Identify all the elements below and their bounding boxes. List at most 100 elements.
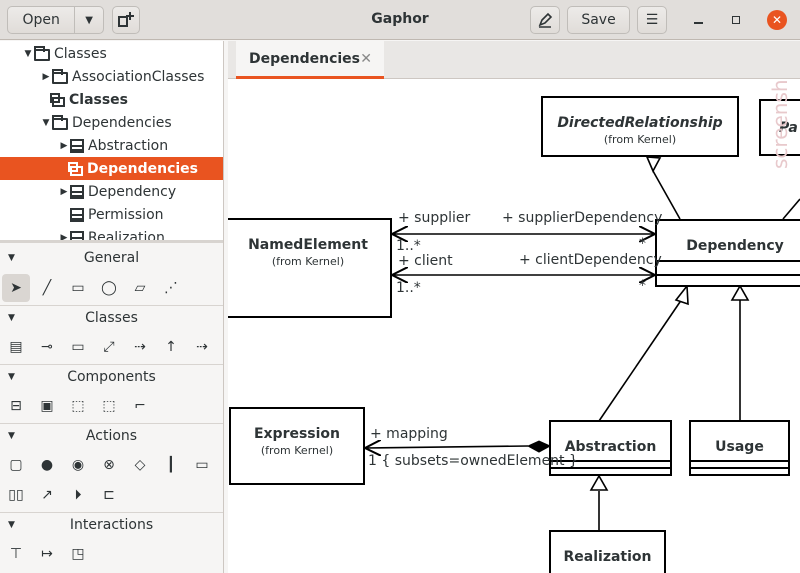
fork-icon[interactable]: ┃ [166,457,176,473]
send-signal-icon[interactable]: ⏵ [74,487,82,503]
tool-row: ⊟ ▣ ⬚ ⬚ ⌐ [0,392,223,422]
decision-icon[interactable]: ◇ [134,457,146,473]
class-stereotype: (from Kernel) [271,255,345,268]
tool-row: ⊤ ↦ ◳ [0,540,223,570]
toolbox-section-label: General [83,250,140,266]
expander-collapsed-icon[interactable]: ▶ [60,232,68,242]
comment-icon[interactable]: ▱ [134,280,146,296]
package-icon [68,161,83,176]
client-role-label: + client [398,253,453,269]
panel-splitter[interactable] [0,240,223,243]
class-stereotype: (from Kernel) [260,444,334,457]
open-menu-chevron-icon[interactable]: ▼ [85,14,93,26]
tool-row: ➤ ╱ ▭ ◯ ▱ ⋰ [0,274,223,304]
object-node-icon[interactable]: ▭ [195,457,209,473]
minimize-button[interactable] [688,10,708,30]
final-node-icon[interactable]: ◉ [71,457,85,473]
abstraction-class[interactable]: Abstraction [549,420,672,476]
association-icon[interactable]: ⤢ [103,339,115,355]
tree-row[interactable]: ▼Classes [0,42,223,65]
abstraction-generalization-line[interactable] [598,298,683,422]
tree-row-label: Abstraction [88,137,169,154]
dependency-class[interactable]: Dependency [655,219,800,287]
initial-node-icon[interactable]: ● [40,457,54,473]
named-element-class[interactable]: NamedElement (from Kernel) [228,218,392,318]
tree-row[interactable]: ▶Realization [0,226,223,241]
usage-class[interactable]: Usage [689,420,790,476]
tree-row[interactable]: ▶Dependency [0,180,223,203]
tab-dependencies[interactable]: Dependencies ✕ [236,41,384,79]
line-icon[interactable]: ╱ [42,280,52,296]
package-icon[interactable]: ▭ [71,339,85,355]
flow-icon[interactable]: ↗ [41,487,53,503]
toolbox-section-general[interactable]: ▼ General [0,246,223,270]
toolbox-section-classes[interactable]: ▼Classes [0,305,223,329]
close-button[interactable]: ✕ [767,10,787,30]
toolbox-section-label: Classes [85,309,138,326]
tab-close-icon[interactable]: ✕ [360,51,372,67]
toolbox-section-components[interactable]: ▼Components [0,364,223,388]
tree-row[interactable]: ▼Dependencies [0,111,223,134]
flow-final-icon[interactable]: ⊗ [103,457,115,473]
tree-row[interactable]: ▶ Abstraction [0,134,223,157]
generalization-icon[interactable]: ↑ [165,339,177,355]
interface-icon[interactable]: ⊸ [41,339,53,355]
tree-row[interactable]: Permission [0,203,223,226]
implementation-icon[interactable]: ⇢ [196,339,208,355]
open-button[interactable]: Open [8,7,76,33]
connector-icon[interactable]: ⌐ [134,398,146,414]
interaction-icon[interactable]: ◳ [71,546,85,562]
expander-expanded-icon[interactable]: ▼ [24,48,32,59]
component-icon[interactable]: ⊟ [10,398,22,414]
accept-event-icon[interactable]: ⊏ [103,487,115,503]
expression-class[interactable]: Expression (from Kernel) [229,407,365,485]
toolbox-section-label: Actions [85,427,138,444]
ellipse-icon[interactable]: ◯ [101,280,117,296]
save-button[interactable]: Save [567,6,630,34]
lifeline-icon[interactable]: ⊤ [9,546,23,562]
device-icon[interactable]: ⬚ [102,398,116,414]
section-expander-icon: ▼ [8,519,15,530]
maximize-button[interactable] [726,10,746,30]
section-expander-icon: ▼ [8,253,15,263]
tool-row: ▢ ● ◉ ⊗ ◇ ┃ ▭ [0,451,223,481]
main-menu-button[interactable]: ☰ [637,6,667,34]
class-name: NamedElement [248,237,368,253]
package-icon [50,92,65,107]
close-icon: ✕ [771,13,783,27]
mapping-association-line[interactable] [365,446,529,448]
tree-row[interactable]: ▶AssociationClasses [0,65,223,88]
tree-row[interactable]: Dependencies [0,157,223,180]
directed-relationship-class[interactable]: DirectedRelationship (from Kernel) [541,96,739,157]
class-icon [70,138,84,153]
class-icon[interactable]: ▤ [9,339,23,355]
hamburger-icon: ☰ [645,12,659,28]
message-icon[interactable]: ↦ [41,546,53,562]
realization-class[interactable]: Realization [549,530,666,573]
partition-icon[interactable]: ▯▯ [8,487,24,503]
action-icon[interactable]: ▢ [9,457,23,473]
box-icon[interactable]: ▭ [71,280,85,296]
toolbox-section-actions[interactable]: ▼Actions [0,423,223,447]
expander-collapsed-icon[interactable]: ▶ [60,140,68,151]
generalization-line[interactable] [652,170,681,220]
composition-diamond [526,440,552,453]
toolbox-section-interactions[interactable]: ▼Interactions [0,512,223,536]
edit-mode-button[interactable] [530,6,560,34]
generalization-line-right[interactable] [782,198,800,220]
expander-collapsed-icon[interactable]: ▶ [42,71,50,82]
maximize-icon [732,16,740,24]
expander-expanded-icon[interactable]: ▼ [42,117,50,128]
new-diagram-button[interactable] [112,6,140,34]
dependency-icon[interactable]: ⇢ [134,339,146,355]
header-bar: Open ▼ Gaphor Save ☰ ✕ [0,0,800,40]
expander-collapsed-icon[interactable]: ▶ [60,186,68,197]
pointer-icon[interactable]: ➤ [2,274,30,302]
artifact-icon[interactable]: ▣ [40,398,54,414]
tree-row[interactable]: Classes [0,88,223,111]
node-icon[interactable]: ⬚ [71,398,85,414]
partial-class-box[interactable]: Pa [759,99,800,156]
class-icon [70,230,84,241]
diagram-canvas[interactable]: DirectedRelationship (from Kernel) Pa Na… [228,79,800,573]
comment-line-icon[interactable]: ⋰ [164,280,178,296]
